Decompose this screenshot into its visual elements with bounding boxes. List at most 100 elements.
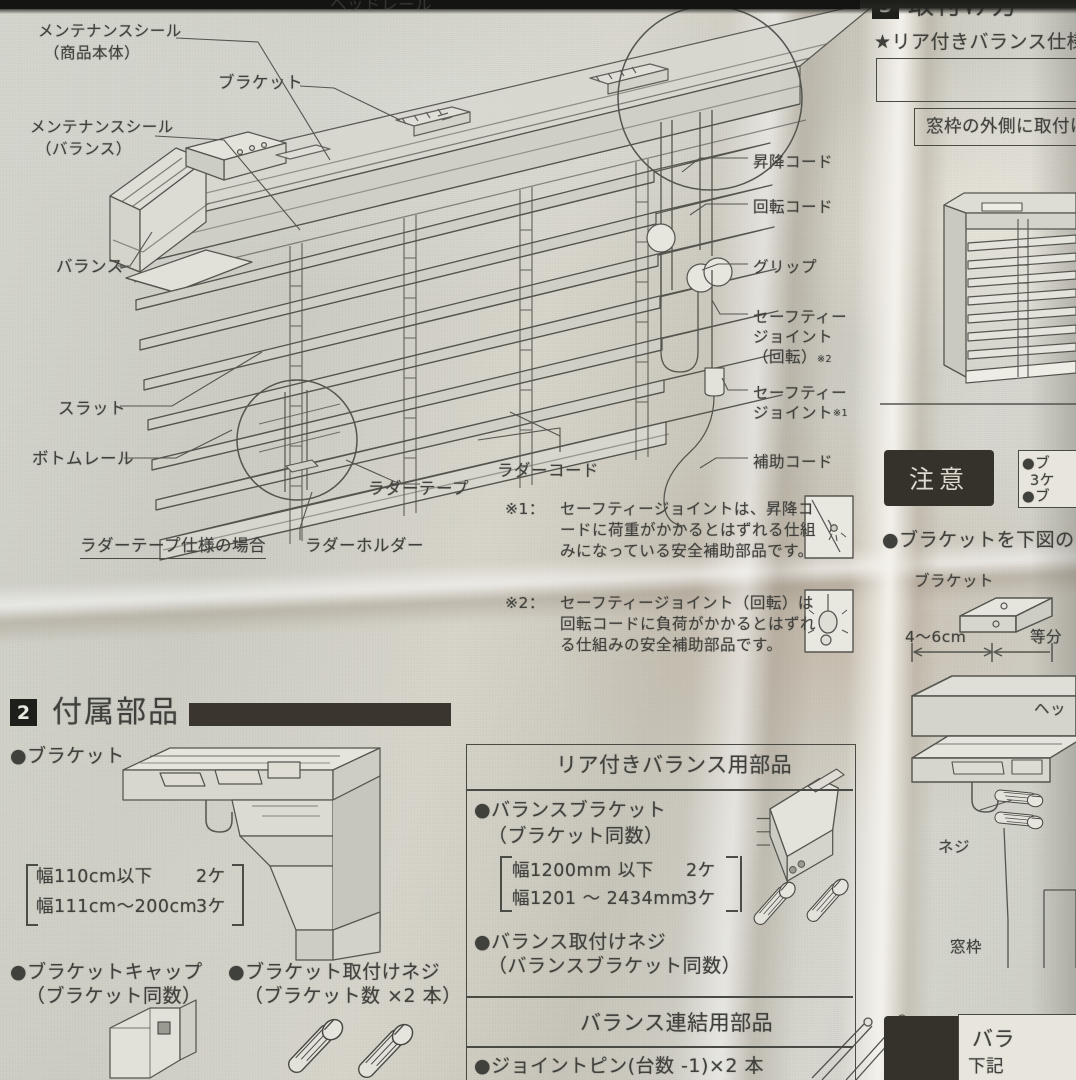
parts-item-valance-bracket: ●バランスブラケット bbox=[474, 798, 666, 822]
parts-item-joint-pin: ●ジョイントピン(台数 -1)×2 本 bbox=[474, 1054, 764, 1078]
section-2-number: 2 bbox=[10, 699, 37, 726]
caution-line-2: 3ケ bbox=[1030, 473, 1055, 489]
right-diagram-label-window-frame: 窓枠 bbox=[950, 938, 983, 956]
right-diagram-label-distance: 4〜6cm bbox=[905, 628, 967, 646]
valance-qty-row-2-qty: 3ケ bbox=[686, 889, 716, 909]
footnote-2-marker: ※2： bbox=[505, 594, 545, 612]
label-maintenance-seal-body-line2: （商品本体） bbox=[44, 44, 141, 62]
brace-tick-tr bbox=[232, 864, 244, 866]
parts-item-valance-screw-sub: （バランスブラケット同数） bbox=[488, 955, 742, 977]
label-ladder-tape: ラダーテープ bbox=[368, 479, 470, 498]
label-bracket-main: ブラケット bbox=[218, 73, 303, 92]
caution-line-1: ●ブ bbox=[1022, 456, 1051, 472]
label-safety-joint-tilt-l3: （回転） bbox=[753, 348, 818, 366]
parts-item-valance-screw: ●バランス取付けネジ bbox=[474, 930, 666, 954]
bullet-icon: ● bbox=[10, 745, 28, 767]
label-safety-joint-sup: ※1 bbox=[833, 408, 849, 419]
parts-box-valance-link-rule bbox=[467, 1046, 853, 1048]
parts-box-title-rule bbox=[467, 789, 853, 791]
parts-item-bracket-cap: ●ブラケットキャップ bbox=[10, 960, 203, 984]
label-valance: バランス bbox=[56, 257, 124, 276]
parts-item-bracket-screw-label: ブラケット取付けネジ bbox=[245, 961, 441, 983]
bullet-icon: ● bbox=[474, 1055, 492, 1077]
right-bottom-box bbox=[958, 1014, 1076, 1080]
right-diagram-label-screw: ネジ bbox=[938, 838, 971, 856]
caution-body-text: ●ブラケットを下図のよ bbox=[882, 529, 1076, 551]
bullet-icon: ● bbox=[474, 799, 492, 821]
right-bottom-line-2: 下記 bbox=[968, 1057, 1004, 1077]
label-maintenance-seal-body-line1: メンテナンスシール bbox=[38, 22, 182, 40]
section-3-mount-band bbox=[914, 108, 1076, 146]
section-3-star-line: ★リア付きバランス仕様 bbox=[874, 31, 1076, 53]
bullet-icon: ● bbox=[228, 961, 246, 983]
parts-item-bracket-screw: ●ブラケット取付けネジ bbox=[228, 960, 440, 984]
label-ladder-holder: ラダーホルダー bbox=[305, 536, 424, 555]
label-grip: グリップ bbox=[753, 258, 818, 276]
label-safety-joint-tilt-sup: ※2 bbox=[817, 354, 833, 365]
label-safety-joint-tilt-l2: ジョイント bbox=[753, 328, 834, 346]
bracket-qty-row-1-qty: 2ケ bbox=[196, 867, 226, 887]
section-2-title: 付属部品 bbox=[52, 695, 180, 730]
parts-item-bracket-cap-sub: （ブラケット同数） bbox=[26, 985, 202, 1007]
section-3-mount-band-text: 窓枠の外側に取付け bbox=[926, 117, 1076, 137]
parts-box-divider-rule bbox=[467, 996, 853, 998]
parts-item-bracket-screw-sub: （ブラケット数 ×2 本） bbox=[244, 985, 462, 1007]
footnote-2-line3: る仕組みの安全補助部品です。 bbox=[560, 636, 783, 654]
parts-item-joint-pin-label: ジョイントピン(台数 -1)×2 本 bbox=[491, 1055, 764, 1077]
parts-item-bracket: ●ブラケット bbox=[10, 744, 125, 768]
footnote-1-line2: ードに荷重がかかるとはずれる仕組 bbox=[560, 521, 817, 539]
bullet-icon: ● bbox=[10, 961, 28, 983]
label-maintenance-seal-valance-line2: （バランス） bbox=[36, 140, 132, 158]
valance-qty-row-2-condition: 幅1201 〜 2434mm bbox=[512, 889, 689, 909]
bracket-qty-row-2-condition: 幅111cm〜200cm bbox=[36, 897, 198, 917]
footnote-2-line1: セーフティージョイント（回転）は bbox=[560, 594, 814, 612]
footnote-2-line2: 回転コードに負荷がかかるとはずれ bbox=[560, 615, 817, 633]
label-maintenance-seal-valance-line1: メンテナンスシール bbox=[30, 118, 174, 136]
brace-tick-bl bbox=[26, 924, 38, 926]
right-bottom-line-1: バラ bbox=[972, 1027, 1015, 1051]
section-2-rule bbox=[189, 703, 451, 726]
parts-box-rear-valance bbox=[466, 744, 856, 1080]
label-ladder-cord: ラダーコード bbox=[497, 461, 599, 480]
footnote-1-line3: みになっている安全補助部品です。 bbox=[560, 542, 814, 560]
valance-qty-row-1-qty: 2ケ bbox=[686, 861, 716, 881]
label-safety-joint-tilt-l1: セーフティー bbox=[753, 308, 848, 326]
bracket-qty-row-2-qty: 3ケ bbox=[196, 897, 226, 917]
label-ladder-tape-case: ラダーテープ仕様の場合 bbox=[80, 535, 267, 560]
vbrace-tick-tl bbox=[500, 856, 512, 858]
parts-item-bracket-label: ブラケット bbox=[27, 745, 125, 767]
parts-item-valance-screw-label: バランス取付けネジ bbox=[491, 931, 667, 953]
footnote-1-marker: ※1： bbox=[505, 500, 545, 518]
parts-item-bracket-cap-label: ブラケットキャップ bbox=[27, 961, 203, 983]
bracket-qty-right-brace bbox=[242, 864, 244, 926]
scan-top-edge-solid bbox=[0, 0, 860, 9]
caution-line-3: ●ブ bbox=[1022, 489, 1051, 505]
label-slat: スラット bbox=[58, 399, 126, 418]
parts-box-valance-link-title: バランス連結用部品 bbox=[580, 1011, 774, 1035]
right-diagram-label-bracket: ブラケット bbox=[914, 572, 995, 590]
vbrace-tick-br bbox=[726, 910, 738, 912]
valance-qty-row-1-condition: 幅1200mm 以下 bbox=[512, 861, 654, 881]
bracket-qty-row-1-condition: 幅110cm以下 bbox=[36, 867, 153, 887]
parts-box-rear-valance-title: リア付きバランス用部品 bbox=[556, 753, 793, 777]
label-lift-cord: 昇降コード bbox=[753, 153, 834, 171]
bullet-icon: ● bbox=[474, 931, 492, 953]
footnote-1-line1: セーフティージョイントは、昇降コ bbox=[560, 500, 814, 518]
right-diagram-label-headrail: ヘッ bbox=[1034, 700, 1067, 718]
label-safety-joint-l1: セーフティー bbox=[753, 384, 848, 402]
label-safety-joint-l2: ジョイント bbox=[753, 404, 834, 422]
caution-badge: 注意 bbox=[884, 450, 994, 506]
parts-item-valance-bracket-sub: （ブラケット同数） bbox=[488, 825, 664, 847]
label-headrail-cut: ヘッドレール bbox=[330, 0, 432, 14]
parts-item-valance-bracket-label: バランスブラケット bbox=[491, 799, 667, 821]
right-diagram-label-equal-split: 等分 bbox=[1030, 628, 1063, 646]
bracket-qty-left-brace bbox=[26, 864, 256, 926]
valance-qty-brace bbox=[500, 856, 742, 912]
label-aux-cord: 補助コード bbox=[753, 453, 834, 471]
vbrace-tick-tr bbox=[726, 856, 738, 858]
section-3-empty-band bbox=[876, 58, 1076, 102]
caution-text-box bbox=[1018, 450, 1076, 508]
vbrace-tick-bl bbox=[500, 910, 512, 912]
label-tilt-cord: 回転コード bbox=[753, 198, 834, 216]
